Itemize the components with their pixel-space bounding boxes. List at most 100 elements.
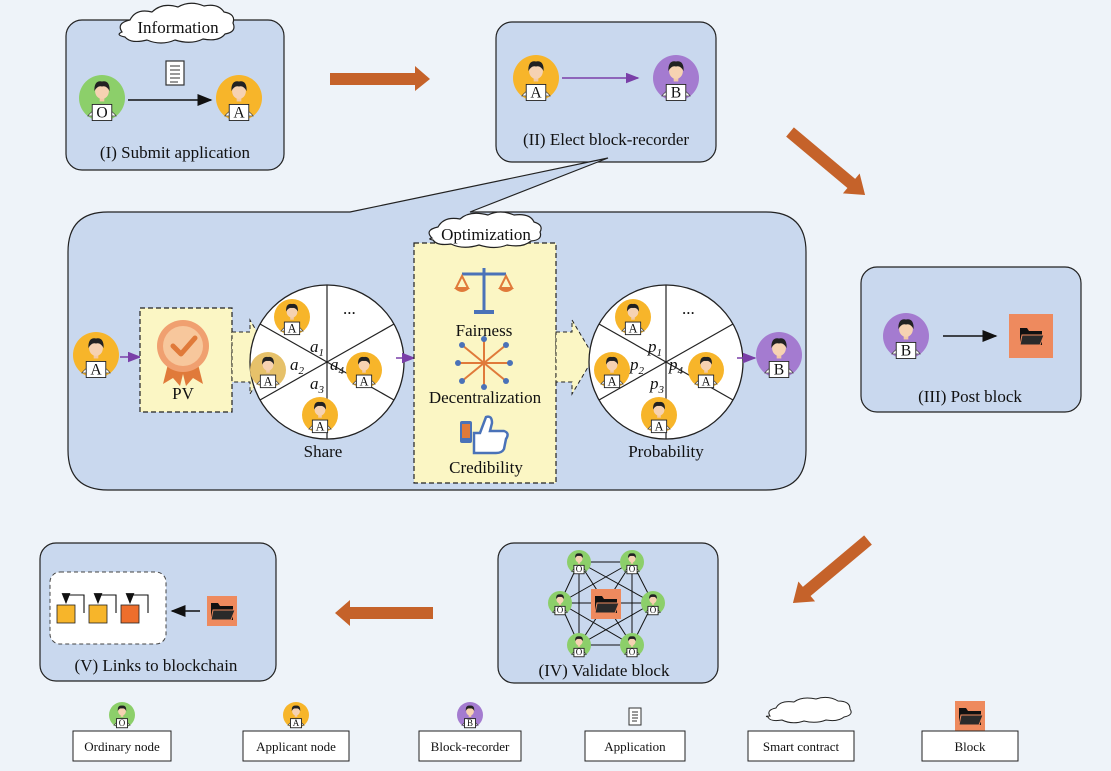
applicant-node-icon: A [513, 55, 559, 102]
share-ellipsis: ... [343, 299, 356, 318]
ordinary-node-icon: O [620, 550, 644, 574]
legend-smart-contract: Smart contract [763, 739, 840, 754]
block-icon [591, 589, 621, 619]
share-label: Share [304, 442, 343, 461]
applicant-node-icon: A [688, 352, 724, 388]
legend-ordinary-node: Ordinary node [84, 739, 160, 754]
application-document-icon [628, 707, 642, 726]
prob-var-p3: p3 [649, 374, 665, 396]
block-recorder-icon: B [756, 332, 802, 379]
ordinary-node-icon: O [567, 550, 591, 574]
stage-2-title: (II) Elect block-recorder [523, 130, 689, 149]
stage-2-panel [495, 21, 717, 163]
node-letter: O [96, 105, 107, 122]
applicant-node-icon: A [302, 397, 338, 433]
criterion-credibility: Credibility [449, 458, 523, 477]
ordinary-node-icon: O [548, 591, 572, 615]
block-recorder-icon: B [457, 702, 483, 729]
criterion-fairness: Fairness [456, 321, 513, 340]
node-letter: O [119, 718, 126, 728]
node-letter: A [608, 374, 617, 388]
information-cloud-label: Information [137, 18, 219, 37]
applicant-node-icon: A [283, 702, 309, 729]
smart-contract-cloud-icon [765, 696, 852, 724]
stage-4-title: (IV) Validate block [539, 661, 670, 680]
node-letter: A [90, 362, 102, 379]
share-var-a4: a4 [330, 355, 345, 377]
applicant-node-icon: A [216, 75, 262, 122]
node-letter: B [671, 85, 681, 102]
node-letter: O [650, 605, 657, 615]
applicant-node-icon: A [641, 397, 677, 433]
node-letter: O [629, 564, 636, 574]
thumbs-up-phone-icon [460, 415, 509, 455]
stage-3-title: (III) Post block [918, 387, 1022, 406]
network-star-icon [455, 336, 513, 390]
applicant-node-icon: A [73, 332, 119, 379]
node-letter: A [629, 321, 638, 335]
ordinary-node-icon: O [567, 633, 591, 657]
node-letter: B [467, 718, 473, 728]
flow-arrow-4-5 [335, 600, 433, 626]
flow-arrow-2-3 [786, 127, 866, 195]
block-icon [207, 596, 237, 626]
block-recorder-icon: B [883, 313, 929, 360]
applicant-node-icon: A [274, 299, 310, 335]
block-icon [955, 701, 985, 731]
node-letter: A [264, 374, 273, 388]
information-cloud: Information [118, 2, 235, 44]
scales-icon [454, 268, 514, 314]
applicant-node-icon: A [250, 352, 286, 388]
node-letter: A [360, 374, 369, 388]
flow-arrow-3-4 [792, 535, 872, 603]
pv-badge-icon [157, 320, 209, 386]
node-letter: A [530, 85, 542, 102]
applicant-node-icon: A [346, 352, 382, 388]
prob-var-p1: p1 [647, 337, 662, 359]
application-document-icon [165, 60, 185, 86]
applicant-node-icon: A [615, 299, 651, 335]
probability-variable-labels: p1 p2 p3 p4 [629, 337, 684, 396]
flow-arrow-1-2 [330, 66, 430, 91]
node-letter: A [655, 419, 664, 433]
node-letter: O [629, 647, 636, 657]
legend-block-recorder: Block-recorder [431, 739, 510, 754]
ordinary-node-icon: O [79, 75, 125, 122]
legend-block: Block [954, 739, 986, 754]
node-letter: A [288, 321, 297, 335]
node-letter: O [576, 564, 583, 574]
share-var-a2: a2 [290, 355, 305, 377]
chevron-arrow-icon [555, 318, 595, 396]
blockchain-box [49, 571, 167, 645]
ordinary-node-icon: O [109, 702, 135, 729]
optimization-cloud: Optimization [428, 211, 542, 249]
prob-var-p2: p2 [629, 355, 645, 377]
share-var-a1: a1 [310, 337, 324, 359]
stage-5-title: (V) Links to blockchain [75, 656, 238, 675]
node-letter: B [774, 362, 784, 379]
criterion-decentralization: Decentralization [429, 388, 542, 407]
node-letter: A [316, 419, 325, 433]
node-letter: A [293, 718, 300, 728]
probability-ellipsis: ... [682, 299, 695, 318]
stage-3-panel [860, 266, 1082, 413]
node-letter: O [557, 605, 564, 615]
legend: O A B Ordinary node Applicant node Block… [72, 696, 1019, 762]
prob-var-p4: p4 [668, 355, 684, 377]
blockchain-chain [56, 593, 149, 624]
stage-1-title: (I) Submit application [100, 143, 251, 162]
node-letter: A [233, 105, 245, 122]
probability-label: Probability [628, 442, 704, 461]
applicant-node-icon: A [594, 352, 630, 388]
legend-application: Application [604, 739, 666, 754]
block-recorder-icon: B [653, 55, 699, 102]
block-icon [1009, 314, 1053, 358]
ordinary-node-icon: O [620, 633, 644, 657]
node-letter: A [702, 374, 711, 388]
share-var-a3: a3 [310, 374, 325, 396]
share-variable-labels: a1 a2 a3 a4 [290, 337, 345, 396]
ordinary-node-icon: O [641, 591, 665, 615]
optimization-label: Optimization [441, 225, 531, 244]
